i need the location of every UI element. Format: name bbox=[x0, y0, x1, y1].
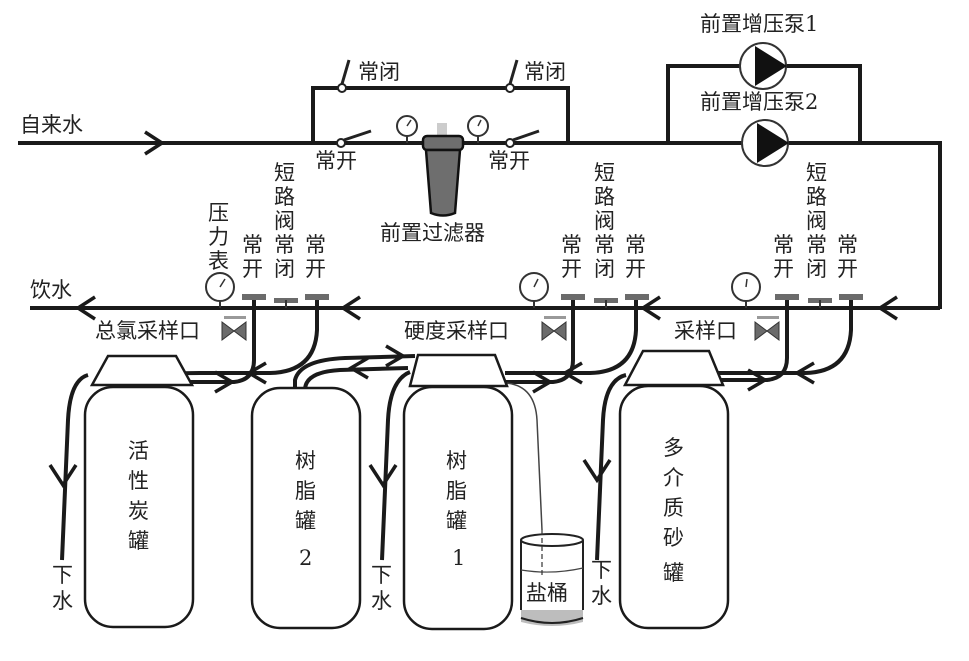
valve-group-1: 压力表 常开 短路阀常闭 常开 总氯采样口 bbox=[95, 161, 329, 394]
tank-cap bbox=[622, 349, 725, 387]
sampling-label: 采样口 bbox=[674, 319, 737, 343]
tank-cap bbox=[408, 353, 509, 388]
svg-text:活性炭罐: 活性炭罐 bbox=[128, 439, 149, 553]
valve-nc-right-icon[interactable] bbox=[505, 83, 515, 93]
valve-no-icon[interactable] bbox=[625, 294, 649, 300]
svg-text:常开: 常开 bbox=[837, 233, 858, 281]
hardness-sampling-label: 硬度采样口 bbox=[404, 319, 509, 343]
svg-text:常开: 常开 bbox=[773, 233, 794, 281]
sampling-valve-icon[interactable] bbox=[541, 316, 567, 341]
drain-label: 下水 bbox=[52, 563, 73, 613]
flow-arrow-icon bbox=[339, 295, 361, 321]
no-label-prefilter-left: 常开 bbox=[315, 149, 357, 173]
nc-label-left: 常闭 bbox=[358, 60, 400, 84]
prefilter-bypass: 常闭 常闭 常开 常开 bbox=[311, 59, 570, 173]
tap-water-label: 自来水 bbox=[20, 113, 83, 137]
no-label-prefilter-right: 常开 bbox=[488, 149, 530, 173]
pump-1[interactable]: 前置增压泵1 bbox=[700, 12, 818, 90]
valve-no-icon[interactable] bbox=[839, 294, 863, 300]
pump1-label: 前置增压泵1 bbox=[700, 12, 818, 36]
svg-text:短路阀常闭: 短路阀常闭 bbox=[274, 161, 295, 281]
nc-label-right: 常闭 bbox=[524, 60, 566, 84]
svg-text:常开: 常开 bbox=[625, 233, 646, 281]
valve-no-icon[interactable] bbox=[305, 294, 329, 300]
valve-no-icon[interactable] bbox=[775, 294, 799, 300]
tank-cap bbox=[89, 354, 195, 387]
prefilter-label: 前置过滤器 bbox=[380, 221, 485, 245]
svg-text:常开: 常开 bbox=[305, 233, 326, 281]
drinking-water-label: 饮水 bbox=[30, 278, 72, 302]
drain-label: 下水 bbox=[591, 558, 612, 608]
tank-multimedia-sand[interactable]: 多介质砂罐 bbox=[618, 384, 730, 630]
drinking-line: 饮水 bbox=[30, 278, 940, 321]
filter-body-icon bbox=[424, 148, 462, 217]
flow-arrow-icon bbox=[876, 295, 898, 321]
valve-nc-left-icon[interactable] bbox=[337, 83, 347, 93]
svg-text:常开: 常开 bbox=[242, 233, 263, 281]
filter-cap bbox=[421, 134, 465, 152]
pump2-label: 前置增压泵2 bbox=[700, 90, 818, 114]
booster-pumps: 前置增压泵1 前置增压泵2 bbox=[666, 12, 862, 167]
svg-text:多介质砂罐: 多介质砂罐 bbox=[663, 436, 684, 585]
pressure-gauge-label: 压力表 bbox=[208, 201, 229, 273]
svg-text:短路阀常闭: 短路阀常闭 bbox=[594, 161, 615, 281]
valve-no-right-icon[interactable] bbox=[505, 138, 515, 148]
total-chlorine-sampling-label: 总氯采样口 bbox=[95, 319, 200, 343]
tank-connecting-pipes bbox=[48, 344, 627, 561]
tank-activated-carbon[interactable]: 活性炭罐 bbox=[83, 385, 195, 629]
pump-2[interactable]: 前置增压泵2 bbox=[700, 90, 818, 167]
valve-no-icon[interactable] bbox=[242, 294, 266, 300]
svg-text:短路阀常闭: 短路阀常闭 bbox=[806, 161, 827, 281]
valve-group-2: 常开 短路阀常闭 常开 硬度采样口 bbox=[404, 161, 649, 394]
flow-arrow-icon bbox=[144, 130, 166, 156]
sampling-valve-icon[interactable] bbox=[754, 316, 780, 341]
flow-arrow-icon bbox=[639, 295, 661, 321]
drain-label: 下水 bbox=[371, 563, 392, 613]
flow-arrow-icon bbox=[74, 295, 96, 321]
sampling-valve-icon[interactable] bbox=[221, 316, 247, 341]
salt-bucket[interactable]: 盐桶 bbox=[520, 530, 584, 626]
valve-group-3: 常开 短路阀常闭 常开 采样口 bbox=[674, 161, 863, 392]
prefilter[interactable]: 前置过滤器 bbox=[380, 115, 489, 245]
valve-no-left-icon[interactable] bbox=[336, 138, 346, 148]
salt-bucket-label: 盐桶 bbox=[526, 581, 568, 605]
svg-text:常开: 常开 bbox=[561, 233, 582, 281]
valve-no-icon[interactable] bbox=[561, 294, 585, 300]
